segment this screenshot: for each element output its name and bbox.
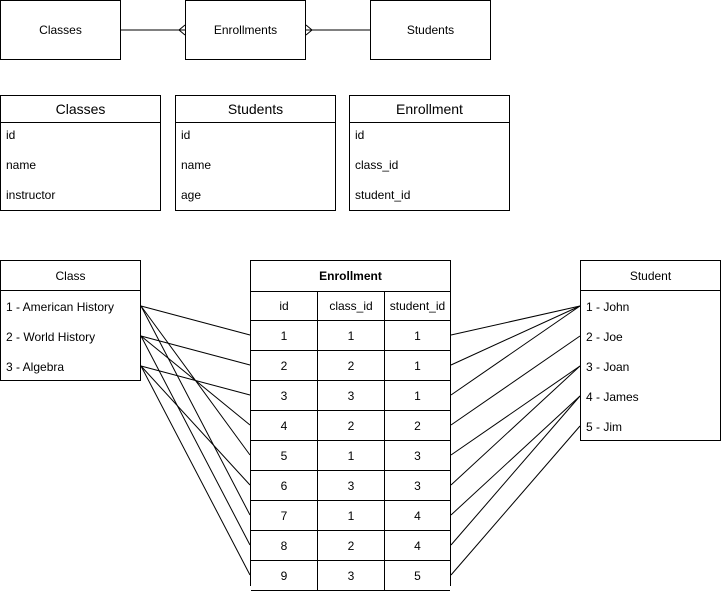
table-cell: 2 [317, 351, 384, 381]
student-item: 3 - Joan [586, 360, 630, 374]
table-header-cell: student_id [384, 291, 450, 321]
student-link-line [450, 305, 581, 396]
schema-field: id [6, 128, 16, 142]
table-header-cell: class_id [317, 291, 384, 321]
table-cell: 1 [317, 321, 384, 351]
table-cell: 4 [384, 501, 450, 531]
schema-card-enrollment: Enrollment id class_id student_id [349, 95, 510, 211]
student-link-line [450, 425, 581, 576]
table-cell: 2 [317, 531, 384, 561]
schema-field: name [6, 158, 37, 172]
table-cell: 9 [280, 569, 288, 583]
table-cell: 3 [384, 441, 450, 471]
student-link-line [450, 365, 581, 456]
class-link-line [140, 365, 251, 486]
table-cell: 8 [280, 539, 288, 553]
entity-classes-label: Classes [39, 23, 82, 37]
class-link-line [140, 365, 251, 576]
student-link-line [450, 305, 581, 336]
student-list: Student 1 - John 2 - Joe 3 - Joan 4 - Ja… [580, 260, 721, 441]
student-link-line [450, 365, 581, 486]
table-cell: 1 [280, 329, 288, 343]
class-list-title: Class [1, 261, 140, 291]
table-cell: 1 [317, 501, 384, 531]
schema-field: name [181, 158, 212, 172]
table-cell: 2 [317, 411, 384, 441]
class-link-line [140, 305, 251, 516]
student-item: 2 - Joe [586, 330, 623, 344]
table-cell: 2 [384, 411, 450, 441]
crows-foot-icon [305, 24, 313, 36]
table-cell: 1 [384, 351, 450, 381]
student-item: 4 - James [586, 390, 639, 404]
table-cell: 7 [280, 509, 288, 523]
class-link-line [140, 335, 251, 366]
schema-field: class_id [355, 158, 399, 172]
entity-students: Students [370, 0, 491, 60]
table-cell: 1 [384, 381, 450, 411]
crows-foot-icon [178, 24, 186, 36]
entity-students-label: Students [406, 23, 455, 37]
schema-card-title: Enrollment [350, 96, 509, 123]
schema-card-classes: Classes id name instructor [0, 95, 161, 211]
student-link-line [450, 335, 581, 426]
table-cell: 3 [317, 561, 384, 591]
table-cell: 3 [317, 381, 384, 411]
table-cell: 1 [317, 441, 384, 471]
schema-field: id [181, 128, 191, 142]
entity-classes: Classes [0, 0, 121, 60]
enrollment-table-title: Enrollment [251, 261, 450, 292]
student-link-line [450, 395, 581, 546]
table-cell: 3 [280, 389, 288, 403]
table-cell: 5 [280, 449, 288, 463]
table-cell: 5 [384, 561, 450, 591]
table-cell: 2 [280, 359, 288, 373]
class-link-line [140, 305, 251, 456]
table-cell: 1 [384, 321, 450, 351]
student-link-line [450, 395, 581, 516]
table-cell: 3 [317, 471, 384, 501]
student-list-title: Student [581, 261, 720, 291]
schema-card-title: Classes [1, 96, 160, 123]
table-cell: 6 [280, 479, 288, 493]
entity-enrollments: Enrollments [185, 0, 306, 60]
table-cell: 4 [280, 419, 288, 433]
class-link-line [140, 335, 251, 546]
schema-field: age [181, 188, 202, 202]
entity-enrollments-label: Enrollments [213, 23, 278, 37]
class-item: 1 - American History [6, 300, 115, 314]
table-cell: 4 [384, 531, 450, 561]
class-item: 2 - World History [6, 330, 96, 344]
table-cell: 3 [384, 471, 450, 501]
schema-field: instructor [6, 188, 56, 202]
student-item: 1 - John [586, 300, 630, 314]
class-item: 3 - Algebra [6, 360, 65, 374]
table-header-cell: id [251, 291, 317, 321]
class-list: Class 1 - American History 2 - World His… [0, 260, 141, 381]
student-link-line [450, 305, 581, 366]
schema-card-students: Students id name age [175, 95, 336, 211]
schema-field: student_id [355, 188, 411, 202]
schema-card-title: Students [176, 96, 335, 123]
student-item: 5 - Jim [586, 420, 622, 434]
class-link-line [140, 305, 251, 336]
schema-field: id [355, 128, 365, 142]
